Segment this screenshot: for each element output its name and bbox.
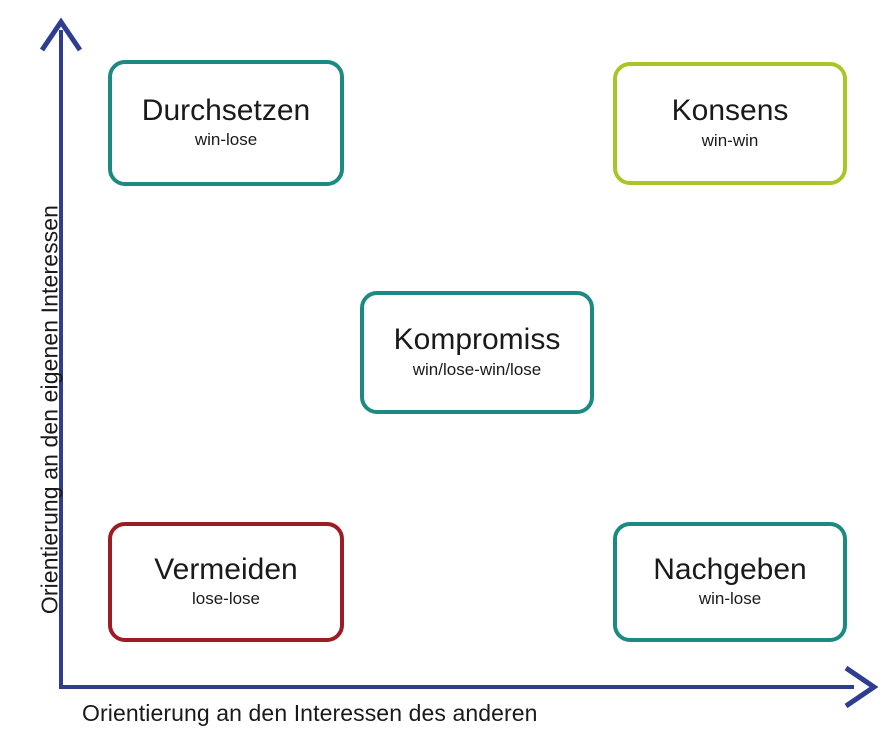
strategy-subtitle: win-lose xyxy=(698,589,762,609)
y-axis-line xyxy=(59,30,63,689)
strategy-title: Konsens xyxy=(671,94,789,128)
strategy-title: Vermeiden xyxy=(154,552,298,586)
strategy-box-vermeiden[interactable]: Vermeiden lose-lose xyxy=(108,522,344,642)
strategy-box-durchsetzen[interactable]: Durchsetzen win-lose xyxy=(108,60,344,186)
x-axis-label: Orientierung an den Interessen des ander… xyxy=(82,700,538,726)
strategy-box-kompromiss[interactable]: Kompromiss win/lose-win/lose xyxy=(360,291,594,414)
strategy-box-konsens[interactable]: Konsens win-win xyxy=(613,62,847,185)
y-axis-label: Orientierung an den eigenen Interessen xyxy=(36,204,63,615)
strategy-box-nachgeben[interactable]: Nachgeben win-lose xyxy=(613,522,847,642)
strategy-title: Nachgeben xyxy=(653,552,807,586)
x-axis-line xyxy=(59,685,854,689)
strategy-subtitle: lose-lose xyxy=(191,589,261,609)
strategy-subtitle: win-lose xyxy=(194,130,258,150)
strategy-subtitle: win/lose-win/lose xyxy=(412,359,542,379)
strategy-title: Kompromiss xyxy=(393,323,561,357)
strategy-subtitle: win-win xyxy=(701,130,759,150)
strategy-title: Durchsetzen xyxy=(141,93,311,127)
